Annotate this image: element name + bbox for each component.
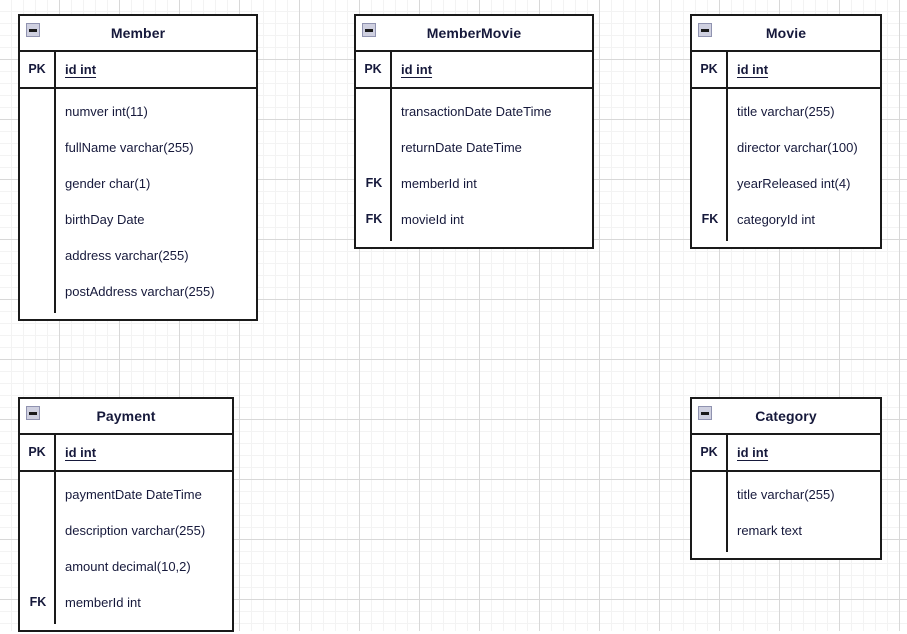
attributes-area-payment: paymentDate DateTime description varchar(… [20,472,232,634]
attributes-area-movie: title varchar(255) director varchar(100) y… [692,89,880,251]
attribute-row[interactable]: yearReleased int(4) [692,165,880,201]
attribute-row[interactable]: FK movieId int [356,201,592,237]
attribute-name: birthDay Date [65,211,145,227]
attribute-name: postAddress varchar(255) [65,283,215,299]
collapse-minus-icon[interactable] [26,23,40,37]
entity-title-member: Member [110,25,166,41]
attribute-row[interactable]: gender char(1) [20,165,256,201]
attribute-row[interactable]: FK memberId int [20,584,232,620]
attribute-name: gender char(1) [65,175,151,191]
attribute-row[interactable]: title varchar(255) [692,93,880,129]
key-marker-fk: FK [29,594,47,609]
attribute-row[interactable]: description varchar(255) [20,512,232,548]
entity-header-movie[interactable]: Movie [692,16,880,52]
attribute-row[interactable]: FK memberId int [356,165,592,201]
attribute-name: paymentDate DateTime [65,486,202,502]
attribute-name: categoryId int [737,211,816,227]
attribute-row[interactable]: postAddress varchar(255) [20,273,256,309]
key-marker-pk: PK [692,52,728,87]
attribute-row[interactable]: birthDay Date [20,201,256,237]
column-divider [390,89,392,241]
entity-title-payment: Payment [96,408,156,424]
attribute-name: memberId int [65,594,141,610]
key-marker-fk: FK [365,175,383,190]
primary-key-row-payment[interactable]: PK id int [20,435,232,472]
key-marker-fk: FK [701,211,719,226]
key-marker-pk: PK [692,435,728,470]
attribute-name: remark text [737,522,803,538]
column-divider [726,472,728,552]
entity-header-category[interactable]: Category [692,399,880,435]
entity-title-membermovie: MemberMovie [426,25,522,41]
attribute-row[interactable]: FK categoryId int [692,201,880,237]
primary-key-row-category[interactable]: PK id int [692,435,880,472]
attribute-row[interactable]: director varchar(100) [692,129,880,165]
attribute-name: director varchar(100) [737,139,858,155]
attribute-name-id: id int [65,62,97,77]
key-marker-pk: PK [20,435,56,470]
collapse-minus-icon[interactable] [698,23,712,37]
attribute-row[interactable]: title varchar(255) [692,476,880,512]
collapse-minus-icon[interactable] [26,406,40,420]
column-divider [54,472,56,624]
attributes-area-category: title varchar(255) remark text [692,472,880,562]
key-marker-pk: PK [356,52,392,87]
attribute-name: description varchar(255) [65,522,206,538]
attribute-row[interactable]: paymentDate DateTime [20,476,232,512]
attribute-name: memberId int [401,175,477,191]
attribute-row[interactable]: returnDate DateTime [356,129,592,165]
primary-key-row-member[interactable]: PK id int [20,52,256,89]
primary-key-row-membermovie[interactable]: PK id int [356,52,592,89]
attribute-name: transactionDate DateTime [401,103,552,119]
attribute-row[interactable]: numver int(11) [20,93,256,129]
entity-header-payment[interactable]: Payment [20,399,232,435]
attribute-row[interactable]: address varchar(255) [20,237,256,273]
attribute-name-id: id int [401,62,433,77]
attribute-name: title varchar(255) [737,103,835,119]
attribute-name: returnDate DateTime [401,139,522,155]
attribute-name-id: id int [737,445,769,460]
attribute-name: amount decimal(10,2) [65,558,191,574]
entity-title-movie: Movie [765,25,807,41]
key-marker-pk: PK [20,52,56,87]
entity-title-category: Category [755,408,817,424]
collapse-minus-icon[interactable] [698,406,712,420]
attribute-row[interactable]: transactionDate DateTime [356,93,592,129]
attribute-name-id: id int [65,445,97,460]
attribute-name: title varchar(255) [737,486,835,502]
attribute-name: address varchar(255) [65,247,189,263]
attributes-area-member: numver int(11) fullName varchar(255) gende… [20,89,256,323]
column-divider [54,89,56,313]
entity-header-membermovie[interactable]: MemberMovie [356,16,592,52]
attribute-row[interactable]: amount decimal(10,2) [20,548,232,584]
attribute-row[interactable]: remark text [692,512,880,548]
attribute-name-id: id int [737,62,769,77]
attribute-name: yearReleased int(4) [737,175,851,191]
column-divider [726,89,728,241]
primary-key-row-movie[interactable]: PK id int [692,52,880,89]
collapse-minus-icon[interactable] [362,23,376,37]
attributes-area-membermovie: transactionDate DateTime returnDate DateT… [356,89,592,251]
key-marker-fk: FK [365,211,383,226]
entity-header-member[interactable]: Member [20,16,256,52]
attribute-name: movieId int [401,211,464,227]
attribute-row[interactable]: fullName varchar(255) [20,129,256,165]
attribute-name: fullName varchar(255) [65,139,194,155]
attribute-name: numver int(11) [65,103,148,119]
